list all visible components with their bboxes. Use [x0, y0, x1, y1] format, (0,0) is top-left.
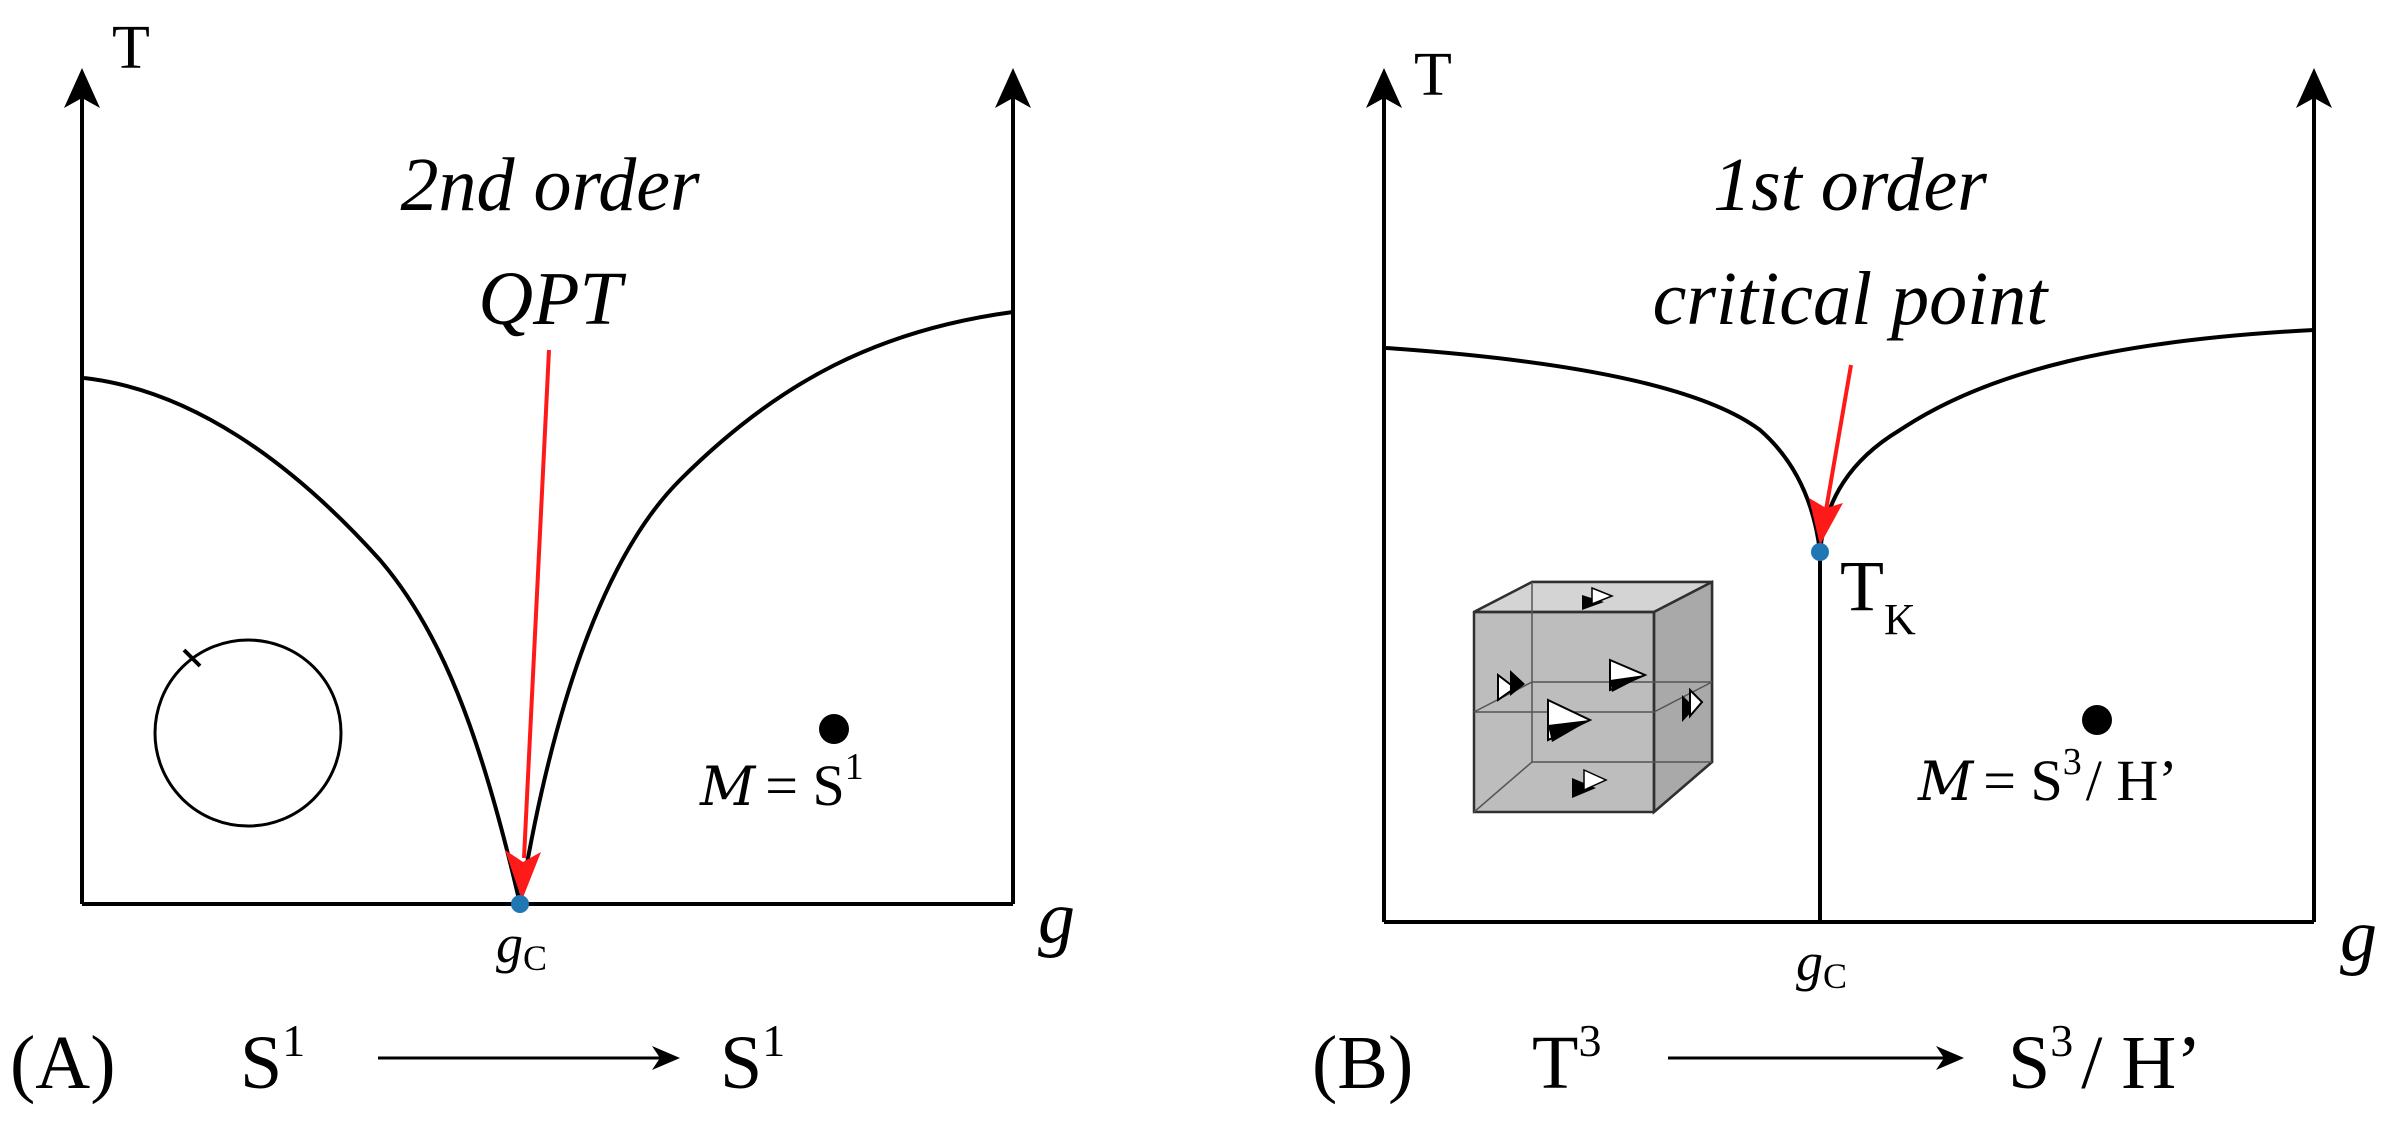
panel-a-caption-arrowhead [652, 1046, 680, 1070]
panel-b-critical-arrow [1824, 364, 1853, 511]
panel-b-critical-arrowhead [1809, 498, 1843, 545]
panel-a-caption-to: S1 [720, 1015, 785, 1105]
panel-b-x-axis-label: g [2340, 895, 2377, 977]
panel-a-manifold-label: M= S1 [699, 746, 864, 818]
panel-b-tk-label: TK [1840, 546, 1916, 644]
panel-b-phase-boundary-right [1818, 328, 2315, 553]
panel-a-annotation-line1: 2nd order [400, 143, 699, 227]
panel-b-manifold-label: M= S3/ H’ [1917, 741, 2178, 813]
panel-a-point-manifold-dot [819, 714, 849, 744]
panel-b-y-axis-arrowhead [1366, 68, 1402, 108]
panel-a: T g 2nd order QPT gC M= S1 (A) S1 S1 [10, 14, 1075, 1105]
circle-manifold-icon [153, 638, 343, 828]
panel-b-critical-point [1811, 543, 1829, 561]
panel-a-qpt-arrow [522, 349, 551, 859]
panel-a-critical-point [511, 895, 529, 913]
panel-b-point-manifold-dot [2082, 705, 2112, 735]
panel-b-caption-letter: (B) [1312, 1021, 1413, 1105]
panel-a-annotation-line2: QPT [478, 257, 626, 341]
panel-a-caption-letter: (A) [10, 1021, 116, 1105]
panel-b-annotation-line2: critical point [1653, 257, 2050, 341]
panel-a-phase-boundary-left [83, 376, 522, 905]
panel-a-phase-boundary-right [518, 310, 1014, 905]
panel-b-annotation-line1: 1st order [1713, 143, 1987, 227]
panel-b-right-arrowhead [2296, 68, 2332, 108]
panel-b-caption-arrowhead [1936, 1046, 1964, 1070]
panel-b-phase-boundary-left [1385, 346, 1822, 553]
cube-manifold-icon [1472, 579, 1714, 815]
panel-a-y-axis-arrowhead [64, 68, 100, 108]
panel-a-right-arrowhead [995, 68, 1031, 108]
panel-b-caption-from: T3 [1532, 1015, 1601, 1105]
panel-b-critical-label: gC [1796, 932, 1847, 996]
panel-b-caption-to: S3/ H’ [2008, 1015, 2202, 1105]
panel-a-y-axis-label: T [112, 14, 150, 82]
panel-b: T g 1st order critical point TK gC M= S3… [1312, 41, 2377, 1105]
panel-a-qpt-arrowhead [505, 850, 541, 900]
panel-a-caption-from: S1 [240, 1015, 305, 1105]
panel-a-x-axis-label: g [1038, 877, 1075, 959]
panel-a-critical-label: gC [496, 914, 547, 978]
panel-b-y-axis-label: T [1414, 41, 1452, 109]
